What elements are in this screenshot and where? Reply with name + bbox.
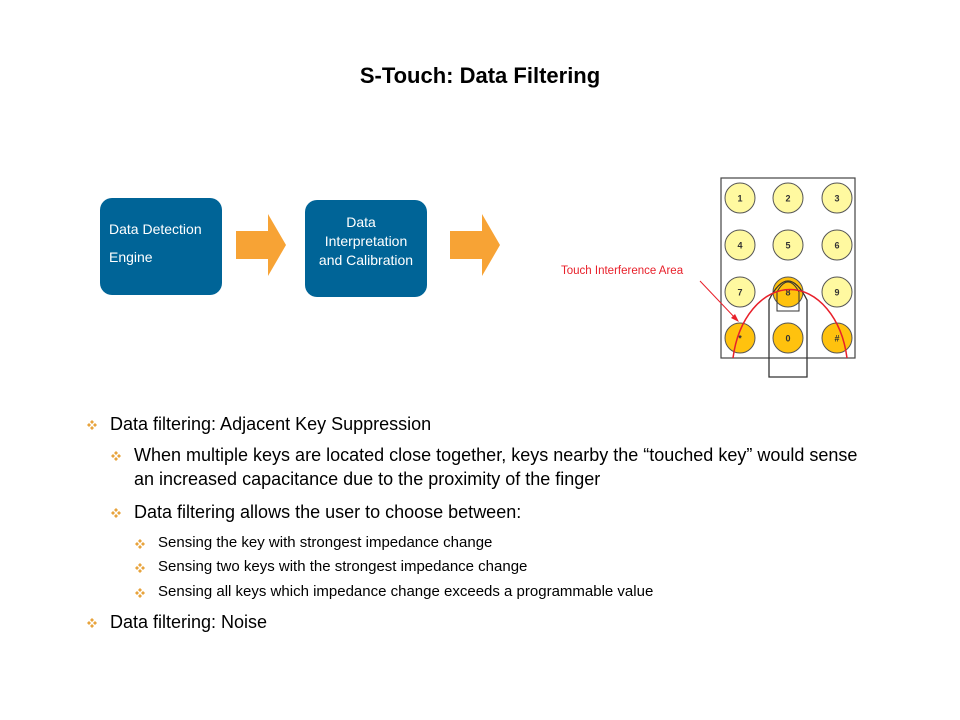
key-label: 7 bbox=[737, 288, 742, 298]
key-label: 5 bbox=[785, 241, 790, 251]
bullet-text: Data filtering: Noise bbox=[110, 612, 268, 632]
bullet-item-level-3: Sensing all keys which impedance change … bbox=[134, 582, 854, 602]
key-label: 0 bbox=[785, 334, 790, 344]
key-label: 9 bbox=[834, 288, 839, 298]
four-diamond-bullet-icon bbox=[135, 539, 145, 549]
touch-interference-label: Touch Interference Area bbox=[561, 265, 684, 277]
label-pointer-arrow bbox=[699, 280, 738, 321]
key-5 bbox=[772, 229, 804, 261]
box-label-line: and Calibration bbox=[318, 252, 414, 268]
four-diamond-bullet-icon bbox=[111, 451, 121, 461]
flow-arrow-icon bbox=[236, 214, 286, 276]
box-label-line: Engine bbox=[109, 249, 153, 265]
key-1 bbox=[724, 182, 756, 214]
slide-title: S-Touch: Data Filtering bbox=[359, 63, 601, 88]
key-label: 2 bbox=[785, 194, 790, 204]
key-* bbox=[724, 322, 756, 354]
four-diamond-bullet-icon bbox=[111, 508, 121, 518]
four-diamond-bullet-icon bbox=[87, 420, 97, 430]
four-diamond-bullet-icon bbox=[135, 563, 145, 573]
flow-arrow-icon bbox=[450, 214, 500, 276]
box-label-line: Data Detection bbox=[109, 221, 202, 237]
key-label: 8 bbox=[785, 288, 790, 298]
key-3 bbox=[821, 182, 853, 214]
four-diamond-bullet-icon bbox=[135, 588, 145, 598]
bullet-item-level-2: When multiple keys are located close tog… bbox=[110, 443, 870, 491]
data-interpretation-calibration-box: Data Interpretation and Calibration bbox=[305, 200, 427, 297]
key-6 bbox=[821, 229, 853, 261]
bullet-item-level-1: Data filtering: Adjacent Key Suppression bbox=[86, 412, 886, 436]
bullet-item-level-3: Sensing two keys with the strongest impe… bbox=[134, 557, 854, 577]
data-detection-engine-box: Data Detection Engine bbox=[100, 198, 222, 295]
bullet-text: Sensing the key with strongest impedance… bbox=[158, 534, 493, 551]
four-diamond-bullet-icon bbox=[87, 618, 97, 628]
key-label: 1 bbox=[737, 194, 742, 204]
bullet-text: Sensing all keys which impedance change … bbox=[158, 583, 654, 600]
key-label: 6 bbox=[834, 241, 839, 251]
key-7 bbox=[724, 276, 756, 308]
bullet-item-level-1: Data filtering: Noise bbox=[86, 610, 886, 634]
arrowhead-icon bbox=[731, 314, 739, 322]
key-2 bbox=[772, 182, 804, 214]
key-label: 3 bbox=[834, 194, 839, 204]
bullet-text: Data filtering: Adjacent Key Suppression bbox=[110, 414, 432, 434]
key-label: # bbox=[834, 334, 839, 344]
key-9 bbox=[821, 276, 853, 308]
bullet-item-level-2: Data filtering allows the user to choose… bbox=[110, 500, 870, 524]
keypad-frame bbox=[720, 177, 856, 359]
key-0 bbox=[772, 322, 804, 354]
bullet-text: Data filtering allows the user to choose… bbox=[134, 502, 522, 522]
key-label: 4 bbox=[737, 241, 742, 251]
bullet-text: When multiple keys are located close tog… bbox=[134, 445, 858, 489]
key-4 bbox=[724, 229, 756, 261]
bullet-text: Sensing two keys with the strongest impe… bbox=[158, 558, 528, 575]
interference-arc bbox=[732, 288, 848, 359]
box-label-line: Interpretation bbox=[324, 233, 408, 249]
bullet-item-level-3: Sensing the key with strongest impedance… bbox=[134, 533, 854, 553]
key-label: * bbox=[738, 334, 742, 344]
finger-outline bbox=[768, 280, 808, 378]
box-label-line: Data bbox=[346, 214, 376, 230]
